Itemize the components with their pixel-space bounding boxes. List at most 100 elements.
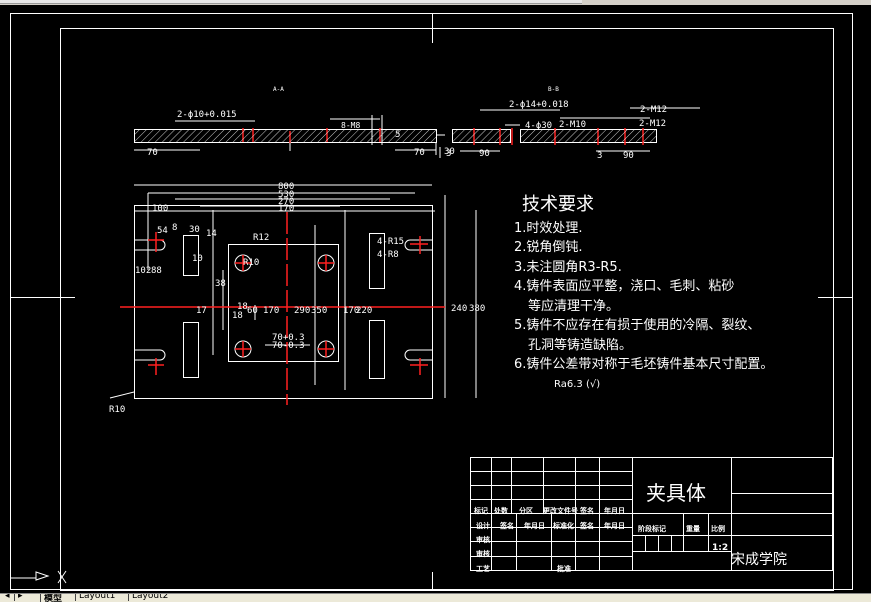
dim-90-left: 90 [479,149,490,159]
hatch-b-b-right [521,130,656,142]
req-item-4-cont: 等应清理干净。 [528,298,620,314]
dim-4-r15: 4-R15 [377,237,405,247]
dim-17: 17 [196,306,207,316]
section-label-b-b: B-B [548,86,559,93]
dim-70-left: 70 [147,148,158,158]
dim-corner-r10: R10 [109,405,126,415]
tb-label-sign-2: 签名 [500,522,514,530]
dim-54: 54 [157,226,168,236]
hatch-a-a [135,130,436,142]
scale-value: 1:2 [712,543,729,553]
dim-5: 5 [395,130,401,140]
tb-label-change-doc: 更改文件号 [543,507,578,515]
dim-30: 30 [189,225,200,235]
plan-view [109,184,477,399]
dim-2-m10: 2-M10 [559,120,587,130]
scrollbar-thumb[interactable] [0,0,582,4]
cad-drawing [10,13,853,591]
ucs-icon [10,570,67,584]
tb-label-review-2: 审核 [476,550,490,558]
tab-layout2[interactable]: Layout2 [128,594,171,601]
tb-label-process: 工艺 [476,565,490,573]
req-item-5: 5.铸件不应存在有损于使用的冷隔、裂纹、 [514,318,761,333]
roughness-symbol: Ra6.3 (√) [554,378,601,390]
dim-270: 270 [278,197,295,207]
horizontal-scrollbar[interactable] [0,0,871,5]
dim-3: 3 [446,149,452,159]
tb-label-stage: 阶段标记 [638,525,666,533]
school-name: 宋成学院 [731,552,787,568]
tb-label-sign-1: 签名 [580,507,594,515]
dim-hole-a: 2-ϕ10+0.015 [177,110,237,120]
section-b-b [439,107,700,158]
part-name: 夹具体 [646,481,706,505]
tb-label-count: 处数 [494,507,508,515]
dim-3-b: 3 [597,151,603,161]
tb-label-approve: 批准 [557,565,571,573]
tab-model[interactable]: 模型 [40,594,65,602]
dim-10: 10 [192,254,203,264]
dim-530: 530 [278,190,295,200]
tab-nav-first-icon[interactable]: ◂ [5,593,10,601]
inner-frame [60,28,834,591]
section-label-a-a: A-A [273,86,284,93]
dim-14: 14 [206,229,217,239]
drawing-canvas[interactable]: A-A B-B 2-ϕ10+0.015 70 70 8-M8 5 3 2-ϕ14… [0,5,871,593]
req-item-5-cont: 孔洞等铸造缺陷。 [528,337,633,353]
dim-220: 220 [356,306,373,316]
dim-8-m8: 8-M8 [341,121,361,130]
title-block-grid [470,457,833,571]
tb-label-review-1: 审核 [476,536,490,544]
dim-70-tol-upper: 70+0.3 [272,333,305,343]
tb-label-zone: 分区 [519,507,533,515]
dim-350: 350 [311,306,328,316]
req-item-2: 2.锐角倒钝. [514,240,583,255]
outer-frame [10,13,853,590]
req-item-4: 4.铸件表面应平整，浇口、毛刺、粘砂 [514,279,735,294]
dim-100: 100 [152,204,169,214]
req-item-1: 1.时效处理. [514,220,583,236]
req-item-3: 3.未注圆角R3-R5. [514,259,622,275]
dim-170: 170 [278,204,295,214]
tab-layout1[interactable]: Layout1 [75,594,118,601]
tb-label-date-1: 年月日 [604,507,625,515]
dim-60: 60 [247,306,258,316]
dim-2-m12-lower: 2-M12 [639,119,667,129]
layout-tabs: ◂ ▸ 模型 Layout1 Layout2 [0,593,871,602]
tb-label-mark: 标记 [474,507,488,515]
tech-requirements: 技术要求 1.时效处理. 2.锐角倒钝. 3.未注圆角R3-R5. 4.铸件表面… [514,195,773,394]
dim-4-r8: 4-R8 [377,250,399,260]
tb-label-weight: 重量 [686,525,700,533]
dim-380: 380 [469,304,486,314]
dim-800: 800 [278,182,295,192]
dim-290: 290 [294,306,311,316]
tb-label-date-3: 年月日 [604,522,625,530]
dim-240: 240 [451,304,468,314]
hatch-b-b-left [453,130,510,142]
tab-nav-last-icon[interactable]: ▸ [14,594,26,601]
dim-8: 8 [172,223,178,233]
tb-label-scale: 比例 [711,525,725,533]
req-item-6: 6.铸件公差带对称于毛坯铸件基本尺寸配置。 [514,357,774,372]
dim-18-a: 18 [237,302,248,312]
tb-label-date-2: 年月日 [524,522,545,530]
dim-38: 38 [215,279,226,289]
dim-2-m12-upper: 2-M12 [640,105,668,115]
tb-label-sign-3: 签名 [580,522,594,530]
dim-102: 102 [135,266,152,276]
dim-170-r: 170 [343,306,360,316]
dim-88: 88 [151,266,162,276]
tb-label-design: 设计 [476,522,490,530]
dim-r10: R10 [243,258,260,268]
dim-170-v: 170 [263,306,280,316]
dim-70-tol-lower: 70-0.3 [272,341,305,351]
dim-90-right: 90 [623,151,634,161]
dim-hole-b: 2-ϕ14+0.018 [509,100,569,110]
tb-label-standard: 标准化 [553,522,574,530]
dim-30: 30 [444,147,455,157]
dim-4-phi30: 4-ϕ30 [525,121,553,131]
dim-70-right: 70 [414,148,425,158]
dim-r12: R12 [253,233,270,243]
dim-18-b: 18 [232,311,243,321]
tech-requirements-title: 技术要求 [522,194,594,215]
